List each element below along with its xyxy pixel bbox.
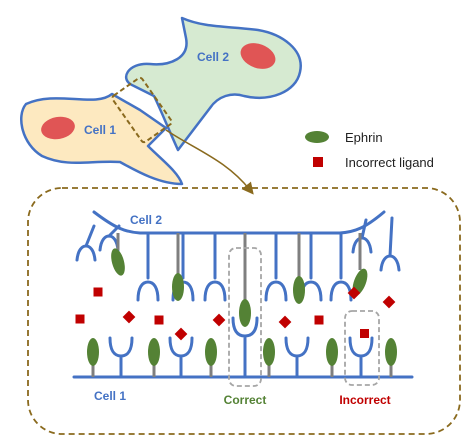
ephrin [326,338,338,366]
cell-2-ephrins [111,233,368,304]
incorrect-ligand [122,310,136,324]
zoom-panel-border [27,187,461,435]
zoom-region-box [111,76,173,144]
incorrect-ligand [75,314,85,324]
cell-2-membrane [92,210,386,235]
incorrect-ligand [154,315,164,325]
cell-2-label: Cell 2 [197,50,229,64]
zoom-cell-1-label: Cell 1 [94,389,126,403]
cell-2-receptor [379,216,401,272]
incorrect-ligand-legend-icon [313,157,323,167]
cell-2-receptor [264,231,288,302]
cell-1-receptor [168,336,194,379]
incorrect-ligand [212,313,226,327]
cell-1-ephrins [87,338,397,377]
cell-1-receptor [348,336,374,379]
incorrect-ligands [75,286,396,341]
incorrect-highlight-box [344,310,380,386]
cell-1-body [20,92,184,186]
ephrin [205,338,217,366]
correct-highlight-box [228,247,262,387]
incorrect-label: Incorrect [339,393,390,407]
cell-2-receptor [75,224,97,262]
cell-1-receptors [108,336,374,379]
ephrin-legend-label: Ephrin [345,130,383,145]
ephrin-legend-icon [305,131,329,143]
ephrin [263,338,275,366]
cell-1-receptor [284,336,310,379]
ephrin [172,273,184,301]
cell-1-nucleus [41,116,75,140]
ephrin [148,338,160,366]
cell-2-receptors [75,216,401,302]
incorrect-ligand [174,327,188,341]
cell-2-receptor [203,231,227,302]
incorrect-ligand [382,295,396,309]
correct-label: Correct [224,393,267,407]
incorrect-ligand [314,315,324,325]
cell-2-receptor [329,231,353,302]
ephrin [352,268,368,296]
cell-2-receptor [136,231,160,302]
zoom-arrow [165,129,254,195]
correct-receptor [231,316,259,379]
incorrect-ligand [93,287,103,297]
legend: Ephrin Incorrect ligand [305,130,434,170]
zoom-cell-2-label: Cell 2 [130,213,162,227]
correct-binding-pair: Correct [224,233,267,407]
cell-2-receptor [351,218,373,254]
incorrect-ligand [347,286,361,300]
correct-ephrin [239,299,251,327]
cell-1: Cell 1 [20,92,184,186]
incorrect-binding-pair: Incorrect [339,310,391,407]
ephrin [293,276,305,304]
cell-2-receptor [98,224,121,252]
ephrin [87,338,99,366]
incorrect-ligand-bound [360,329,369,338]
cell-2-nucleus [240,43,276,69]
incorrect-ligand [278,315,292,329]
ephrin [385,338,397,366]
cell-1-receptor [108,336,134,379]
incorrect-ligand-legend-label: Incorrect ligand [345,155,434,170]
cell-1-label: Cell 1 [84,123,116,137]
ephrin [111,248,125,276]
